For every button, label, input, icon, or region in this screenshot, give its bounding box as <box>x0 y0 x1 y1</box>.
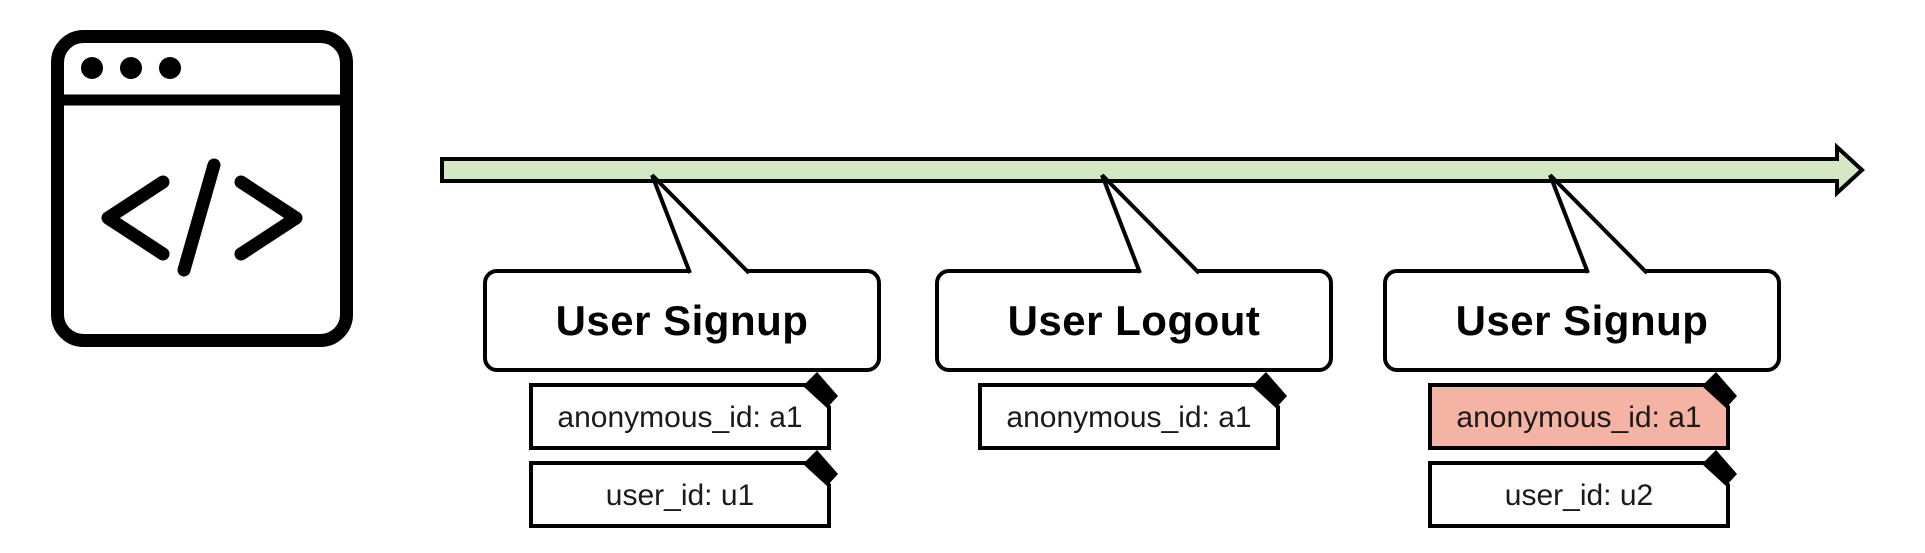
code-glyph-icon <box>101 158 303 277</box>
browser-dot-icon <box>159 57 181 79</box>
event-box-user-signup-1: User Signup <box>483 269 881 372</box>
tag-label: user_id: u2 <box>1505 479 1653 512</box>
folded-corner-icon <box>803 372 838 408</box>
event-box-user-signup-2: User Signup <box>1383 269 1781 372</box>
tag-shape <box>529 383 831 450</box>
timeline-arrow <box>440 143 1865 198</box>
property-tag-user-id-2: user_id: u2 <box>1428 450 1737 528</box>
tag-label: anonymous_id: a1 <box>1006 401 1251 434</box>
event-label: User Signup <box>555 296 809 344</box>
property-tag-user-id-1: user_id: u1 <box>529 450 838 528</box>
browser-dot-icon <box>120 57 142 79</box>
property-tag-anonymous-id-3-highlighted: anonymous_id: a1 <box>1428 372 1737 450</box>
property-tag-anonymous-id-1: anonymous_id: a1 <box>529 372 838 450</box>
timeline-arrow-shape <box>440 143 1865 198</box>
code-browser-icon <box>51 30 353 347</box>
tag-shape <box>1428 383 1730 450</box>
tag-label: anonymous_id: a1 <box>1456 401 1701 434</box>
event-box-user-logout: User Logout <box>935 269 1333 372</box>
tag-shape <box>529 461 831 528</box>
browser-dot-icon <box>81 57 103 79</box>
tag-label: anonymous_id: a1 <box>557 401 802 434</box>
folded-corner-icon <box>1252 372 1287 408</box>
event-label: User Logout <box>1007 296 1261 344</box>
folded-corner-icon <box>803 450 838 486</box>
tag-shape <box>978 383 1280 450</box>
property-tag-anonymous-id-2: anonymous_id: a1 <box>978 372 1287 450</box>
folded-corner-icon <box>1702 450 1737 486</box>
folded-corner-icon <box>1702 372 1737 408</box>
tag-shape <box>1428 461 1730 528</box>
event-label: User Signup <box>1455 296 1709 344</box>
tag-label: user_id: u1 <box>606 479 754 512</box>
